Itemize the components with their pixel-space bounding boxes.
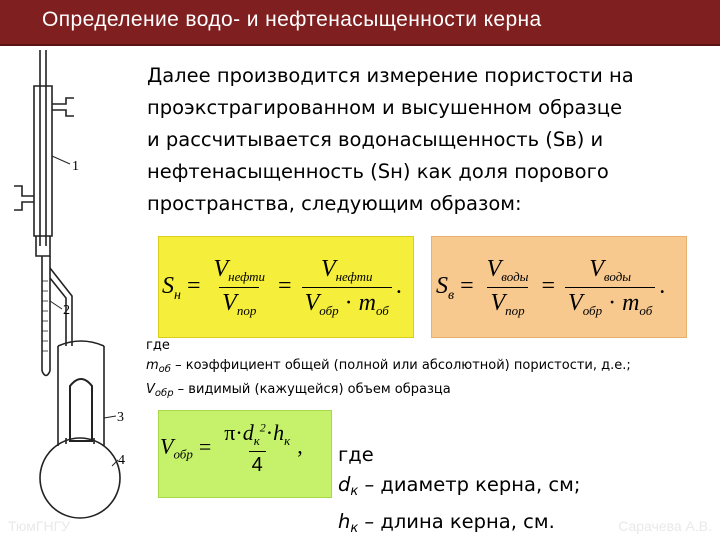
main-paragraph: Далее производится измерение пористости … (147, 60, 687, 220)
volume-definition: Vобр – видимый (кажущейся) объем образца (146, 382, 451, 399)
volume-formula-box (158, 410, 332, 498)
porosity-definition: mоб – коэффициент общей (полной или абсо… (146, 358, 631, 375)
apparatus-label-1: 1 (72, 159, 79, 174)
apparatus-drawing: 1 2 3 4 (14, 50, 125, 519)
paragraph-line: нефтенасыщенность (Sн) как доля порового (147, 160, 609, 183)
apparatus-label-2: 2 (63, 303, 70, 318)
slide-title: Определение водо- и нефтенасыщенности ке… (42, 8, 542, 32)
diameter-definition: dк – диаметр керна, см; (338, 473, 581, 499)
paragraph-line: и рассчитывается водонасыщенность (Sв) и (147, 128, 604, 151)
slide-title-text: Определение водо- и нефтенасыщенности ке… (42, 8, 542, 31)
core-dimension-definitions: где dк – диаметр керна, см; hк – длина к… (338, 440, 580, 544)
paragraph-line: проэкстрагированном и высушенном образце (147, 96, 623, 119)
paragraph-line: пространства, следующим образом: (147, 192, 522, 215)
paragraph-line: Далее производится измерение пористости … (147, 64, 634, 87)
footer-right: Сарачева А.В. (618, 518, 712, 534)
porosity-definitions: где mоб – коэффициент общей (полной или … (146, 336, 631, 404)
apparatus-label-3: 3 (117, 410, 124, 425)
footer-left: ТюмГНГУ (8, 518, 71, 534)
apparatus-label-4: 4 (118, 453, 125, 468)
where-label: где (338, 443, 374, 466)
where-label: где (146, 338, 170, 353)
title-bar: Определение водо- и нефтенасыщенности ке… (0, 0, 720, 46)
length-definition: hк – длина керна, см. (338, 510, 555, 536)
